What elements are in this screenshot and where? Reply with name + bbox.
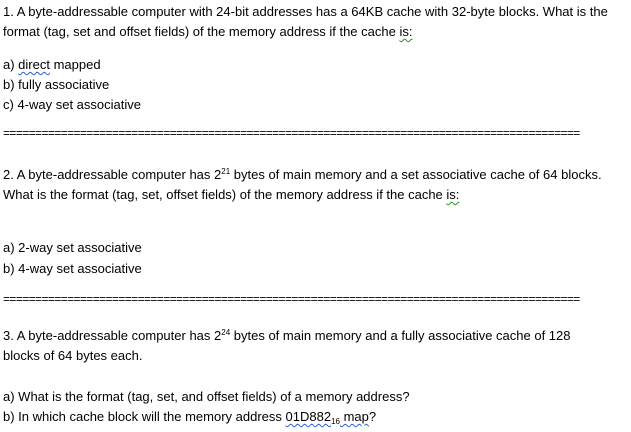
q3-option-b-address: 01D88216 [285,409,340,426]
q3-option-b-end: ? [368,409,377,424]
q1-line-2-is: is: [399,24,413,39]
q3-option-a: a) What is the format (tag, set, and off… [3,389,410,404]
q2-line-1-text-a: 2. A byte-addressable computer has 2 [3,167,222,182]
q3-exponent: 24 [221,328,231,337]
q3-line-1-text-b: bytes of main memory and a fully associa… [230,328,571,343]
q3-line-1-text-a: 3. A byte-addressable computer has 2 [3,328,222,343]
q2-line-2-text: What is the format (tag, set, offset fie… [3,187,447,202]
q3-option-b-text: b) In which cache block will the memory … [3,409,286,424]
q1-line-2-text: format (tag, set and offset fields) of t… [3,24,400,39]
q2-line-2-is: is: [446,187,460,202]
separator-1: ========================================… [3,126,580,140]
q1-option-b: b) fully associative [3,77,110,92]
q1-option-a-prefix: a) [3,57,19,72]
q1-option-a: a) direct mapped [3,57,101,73]
separator-2: ========================================… [3,292,580,306]
q2-line-1: 2. A byte-addressable computer has 221 b… [3,167,602,183]
q2-option-a: a) 2-way set associative [3,240,142,255]
q2-option-b: b) 4-way set associative [3,261,142,276]
q1-line-1: 1. A byte-addressable computer with 24-b… [3,4,608,19]
q3-line-2: blocks of 64 bytes each. [3,348,143,363]
q1-option-a-rest: mapped [49,57,101,72]
q1-line-2: format (tag, set and offset fields) of t… [3,24,412,40]
q1-option-a-direct: direct [18,57,50,72]
q3-address-value: 01D882 [285,409,332,424]
q3-address-base: 16 [331,417,340,426]
q1-option-c: c) 4-way set associative [3,97,141,112]
q2-line-1-text-b: bytes of main memory and a set associati… [230,167,602,182]
q3-line-1: 3. A byte-addressable computer has 224 b… [3,328,571,344]
q3-option-b: b) In which cache block will the memory … [3,409,377,426]
q3-option-b-map: map [339,409,369,424]
q2-exponent: 21 [221,167,231,176]
q2-line-2: What is the format (tag, set, offset fie… [3,187,459,203]
